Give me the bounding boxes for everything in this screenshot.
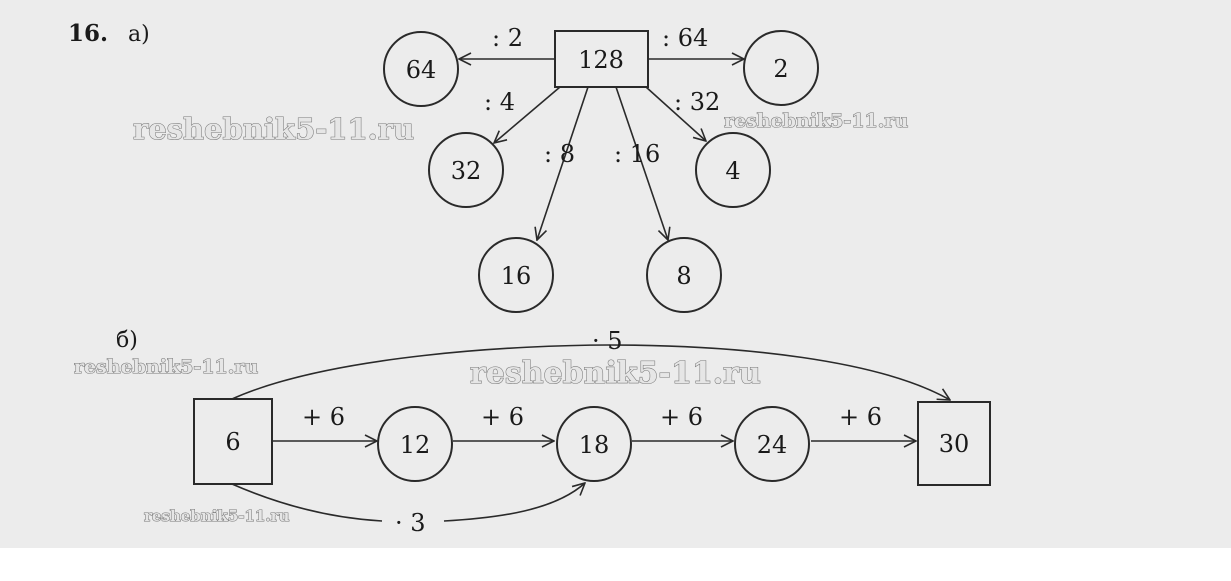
node-box [554, 30, 649, 88]
node-circle [428, 132, 504, 208]
exercise-number: 16. [68, 20, 108, 47]
edge-label: : 4 [484, 88, 515, 116]
node-a128: 128 [554, 30, 649, 88]
node-b18: 18 [556, 406, 632, 482]
edge-label: : 8 [544, 140, 575, 168]
part-a-edge-labels: : 2 : 64 : 4 : 32 : 8 : 16 [484, 24, 720, 168]
node-circle [743, 30, 819, 106]
node-label: 30 [939, 430, 970, 458]
part-a-edges [459, 59, 744, 240]
part-b-edges [231, 344, 950, 522]
node-box [917, 401, 991, 486]
edge-label: : 16 [614, 140, 660, 168]
node-circle [695, 132, 771, 208]
page-bottom-margin [0, 548, 1231, 581]
node-circle [646, 237, 722, 313]
node-a2: 2 [743, 30, 819, 106]
part-b-label: б) [116, 328, 138, 353]
watermark: reshebnik5-11.ru [133, 112, 414, 146]
edge-label: + 6 [839, 403, 882, 431]
edge-label: · 3 [395, 509, 426, 537]
node-label: 2 [773, 55, 788, 83]
node-label: 128 [578, 46, 624, 74]
part-b-edge-labels: + 6 + 6 + 6 + 6 · 5 · 3 [302, 327, 882, 537]
node-a32: 32 [428, 132, 504, 208]
watermark: reshebnik5-11.ru [144, 507, 289, 525]
edge-label: : 64 [662, 24, 708, 52]
edge-label: · 5 [592, 327, 623, 355]
edge-label: + 6 [481, 403, 524, 431]
node-circle [478, 237, 554, 313]
node-circle [383, 31, 459, 107]
edge-a128-a8 [615, 86, 668, 240]
node-b12: 12 [377, 406, 453, 482]
node-label: 4 [725, 157, 740, 185]
edge-a128-a32 [494, 86, 561, 143]
node-a16: 16 [478, 237, 554, 313]
watermark: reshebnik5-11.ru [74, 356, 258, 378]
edge-label: : 2 [492, 24, 523, 52]
edge-label: : 32 [674, 88, 720, 116]
node-circle [556, 406, 632, 482]
edge-label: + 6 [302, 403, 345, 431]
node-circle [734, 406, 810, 482]
part-a-label: а) [128, 22, 150, 47]
node-a4: 4 [695, 132, 771, 208]
edge-a128-a4 [645, 86, 706, 141]
part-b-nodes: 6 12 18 24 30 [193, 398, 991, 486]
part-a-nodes: 128 64 2 32 4 16 [383, 30, 819, 313]
node-b6: 6 [193, 398, 273, 485]
node-box [193, 398, 273, 485]
edge-b6-b18-part1 [231, 483, 383, 522]
edge-a128-a16 [537, 86, 589, 240]
node-label: 24 [757, 431, 788, 459]
node-a64: 64 [383, 31, 459, 107]
node-label: 32 [451, 157, 482, 185]
node-label: 8 [676, 262, 691, 290]
node-a8: 8 [646, 237, 722, 313]
node-label: 6 [225, 428, 240, 456]
edge-label: + 6 [660, 403, 703, 431]
node-label: 64 [406, 56, 437, 84]
node-b24: 24 [734, 406, 810, 482]
node-b30: 30 [917, 401, 991, 486]
node-label: 12 [400, 431, 431, 459]
node-label: 18 [579, 431, 610, 459]
watermark: reshebnik5-11.ru [470, 356, 761, 391]
watermark: reshebnik5-11.ru [724, 110, 908, 132]
node-label: 16 [501, 262, 532, 290]
node-circle [377, 406, 453, 482]
edge-b6-b18-part2 [443, 483, 585, 522]
edge-b6-b30 [231, 344, 950, 400]
